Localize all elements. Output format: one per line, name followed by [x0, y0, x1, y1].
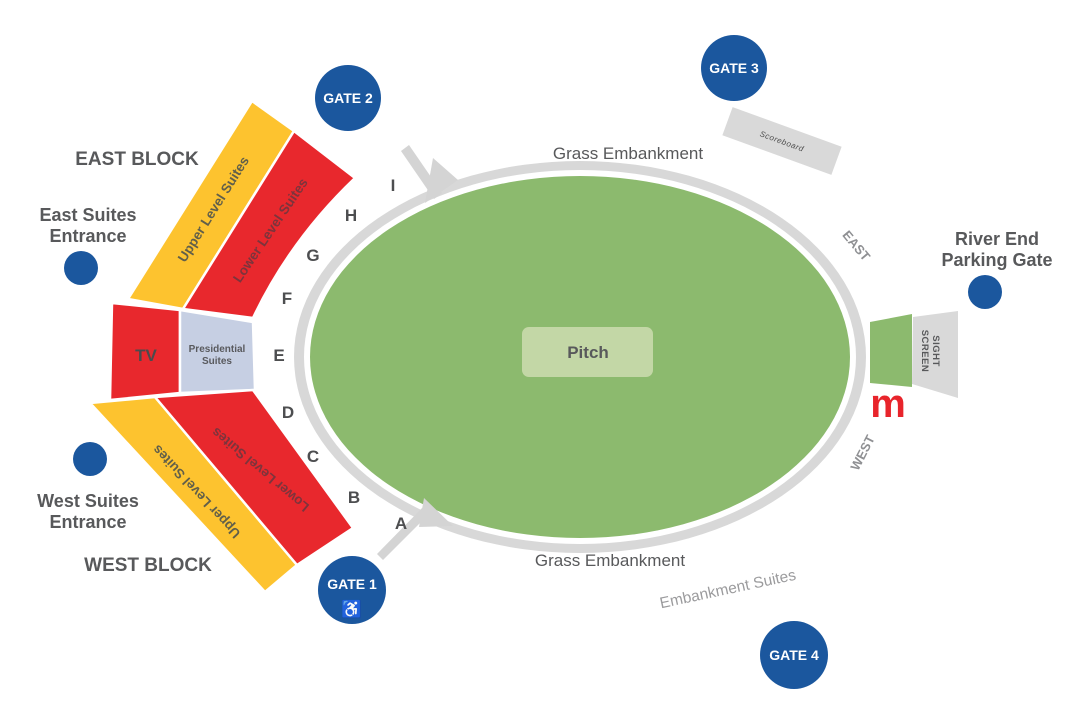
embankment-suites-label: Embankment Suites [658, 567, 797, 613]
grass-embankment-top-label: Grass Embankment [553, 144, 703, 163]
tv-label: TV [135, 346, 157, 365]
east-lower-level-suites-section[interactable] [180, 129, 357, 320]
sightscreen-green-wedge [870, 314, 912, 387]
row-letter-e: E [273, 346, 284, 365]
west-side-label: WEST [847, 433, 877, 473]
east-suites-entrance-label-line2: Entrance [49, 226, 126, 246]
wheelchair-icon: ♿ [341, 599, 362, 619]
row-letter-b: B [348, 488, 360, 507]
west-suites-entrance-label-line2: Entrance [49, 512, 126, 532]
row-letter-d: D [282, 403, 294, 422]
east-suites-entrance-label-line1: East Suites [39, 205, 136, 225]
sightscreen-label-line1: SIGHT [930, 335, 941, 367]
gate-2[interactable]: GATE 2 [315, 65, 381, 131]
row-letter-i: I [391, 176, 396, 195]
walkway-south [377, 505, 431, 560]
river-end-parking-gate-label-line2: Parking Gate [941, 250, 1052, 270]
walkway-north-wedge [425, 158, 458, 203]
gate-4-label: GATE 4 [769, 647, 819, 663]
sightscreen-label-line2: SCREEN [919, 330, 930, 373]
east-suites-entrance-dot[interactable] [64, 251, 98, 285]
row-letter-a: A [395, 514, 407, 533]
west-suites-entrance-label-line1: West Suites [37, 491, 139, 511]
grass-embankment-bottom-label: Grass Embankment [535, 551, 685, 570]
east-side-label: EAST [839, 228, 873, 264]
west-block-heading: WEST BLOCK [84, 555, 212, 576]
river-end-parking-gate-dot[interactable] [968, 275, 1002, 309]
gate-3-label: GATE 3 [709, 60, 759, 76]
gate-1-label: GATE 1 [327, 576, 377, 592]
presidential-suites-section[interactable] [178, 308, 257, 395]
m-logo: m [870, 382, 906, 426]
gate-3[interactable]: GATE 3 [701, 35, 767, 101]
pitch-label: Pitch [567, 343, 609, 362]
row-letter-h: H [345, 206, 357, 225]
river-end-parking-gate-label-line1: River End [955, 229, 1039, 249]
sightscreen [912, 311, 958, 398]
presidential-suites-label-line1: Presidential [189, 344, 246, 355]
pitch-area [522, 327, 653, 377]
row-letter-g: G [306, 246, 319, 265]
east-block-heading: EAST BLOCK [75, 149, 199, 170]
row-letter-f: F [282, 289, 292, 308]
gate-2-label: GATE 2 [323, 90, 373, 106]
gate-1[interactable]: GATE 1 ♿ [318, 556, 386, 624]
walkway-south-wedge [419, 498, 453, 527]
gate-4[interactable]: GATE 4 [760, 621, 828, 689]
west-lower-level-suites-section[interactable] [152, 388, 355, 567]
scoreboard: Scoreboard [722, 107, 842, 175]
presidential-suites-label-line2: Suites [202, 356, 232, 367]
row-letter-c: C [307, 447, 319, 466]
west-suites-entrance-dot[interactable] [73, 442, 107, 476]
